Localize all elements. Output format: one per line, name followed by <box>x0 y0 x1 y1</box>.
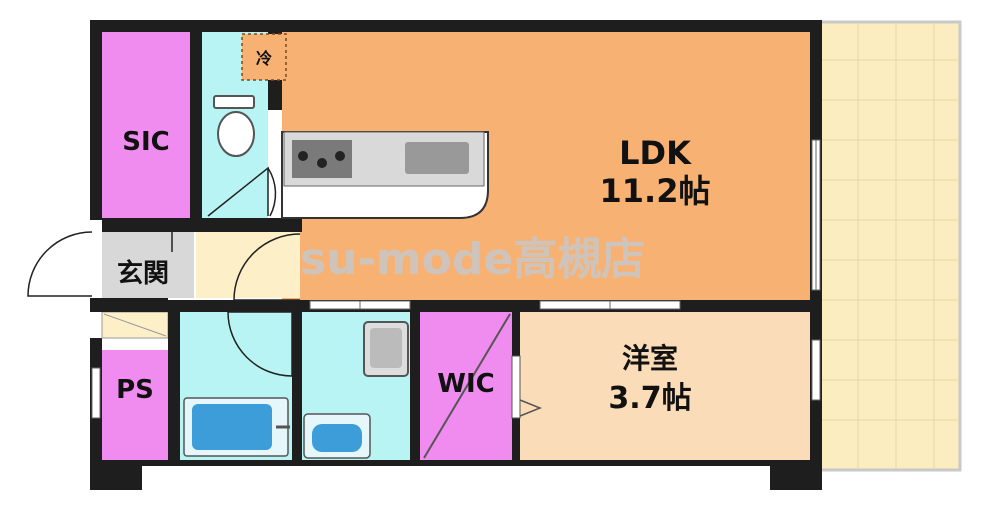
ldk-name-label: LDK <box>619 134 692 172</box>
ps-label: PS <box>116 375 154 405</box>
toilet-icon <box>213 95 255 157</box>
fridge-label: 冷 <box>256 49 272 68</box>
fridge-space <box>241 33 287 81</box>
washbasin-icon <box>303 413 371 459</box>
western-room-area <box>520 312 810 460</box>
door-arcs <box>27 166 301 377</box>
sic-area <box>102 32 190 218</box>
kitchen-counter <box>281 131 489 219</box>
entrance-label: 玄関 <box>117 258 169 289</box>
bathtub-icon <box>183 397 290 457</box>
wic-label: WIC <box>437 369 494 399</box>
western-room-size-label: 3.7帖 <box>608 381 691 416</box>
watermark: su-mode高槻店 <box>300 234 645 285</box>
sic-label: SIC <box>122 127 169 157</box>
western-room-name-label: 洋室 <box>622 342 678 375</box>
ldk-size-label: 11.2帖 <box>600 172 711 210</box>
sliding-doors <box>309 300 681 310</box>
entrance-area <box>102 232 194 298</box>
balcony <box>818 20 962 472</box>
ps-area <box>102 350 168 460</box>
hall-area <box>196 232 300 298</box>
